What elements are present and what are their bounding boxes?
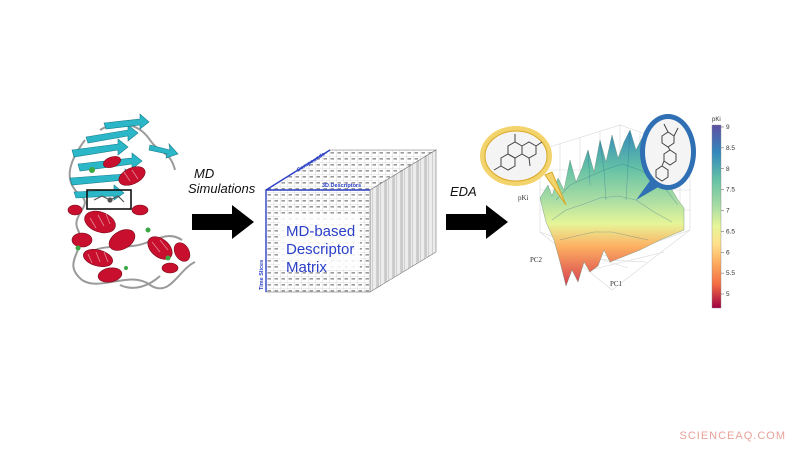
axis-label-pc2: PC2 xyxy=(530,256,543,264)
ligand-molecule xyxy=(93,195,125,203)
eda-label: EDA xyxy=(450,184,477,199)
molecule-structure-left xyxy=(493,134,543,171)
colorbar-tick-label: 6 xyxy=(726,249,730,256)
colorbar-tick-label: 7.5 xyxy=(726,187,735,194)
axis-label-descriptors: 3D Descriptors xyxy=(322,183,361,189)
molecule-structure-right xyxy=(655,123,679,182)
colorbar-tick-label: 5.5 xyxy=(726,270,735,277)
molecule-bubble-right xyxy=(636,114,696,200)
md-label-line2: Simulations xyxy=(188,181,256,196)
colorbar: 9 8.5 8 7.5 7 6.5 6 5.5 5 xyxy=(711,124,735,309)
protein-helices xyxy=(67,156,191,283)
watermark: SCIENCEAQ.COM xyxy=(679,430,786,442)
protein-beta-sheets xyxy=(69,113,179,201)
arrow-md-simulations xyxy=(192,205,254,239)
binding-site-box xyxy=(86,189,132,210)
helix-stripes xyxy=(87,169,169,264)
axis-label-pc1: PC1 xyxy=(610,280,623,288)
colorbar-tick-label: 6.5 xyxy=(726,228,735,235)
axis-label-time-slices: Time Slices xyxy=(259,260,265,290)
md-label-line1: MD xyxy=(194,166,214,181)
colorbar-title: pKi xyxy=(712,117,721,123)
axis-label-pki: pKi xyxy=(518,194,529,202)
molecule-bubble-left xyxy=(480,126,567,206)
matrix-title-line3: Matrix xyxy=(286,259,327,276)
colorbar-tick-label: 8 xyxy=(726,166,730,173)
colorbar-gradient xyxy=(711,124,722,309)
colorbar-ticks: 9 8.5 8 7.5 7 6.5 6 5.5 5 xyxy=(721,124,735,298)
matrix-title-line2: Descriptor xyxy=(286,241,354,258)
colorbar-tick-label: 5 xyxy=(726,291,730,298)
arrow-eda xyxy=(446,205,508,239)
descriptor-matrix-cube xyxy=(264,149,438,293)
protein-turns xyxy=(75,167,171,270)
cube-axes xyxy=(265,149,370,292)
protein-structure xyxy=(67,113,196,290)
colorbar-tick-label: 8.5 xyxy=(726,145,735,152)
colorbar-tick-label: 7 xyxy=(726,208,730,215)
colorbar-tick-label: 9 xyxy=(726,124,730,131)
matrix-title-line1: MD-based xyxy=(286,223,355,240)
